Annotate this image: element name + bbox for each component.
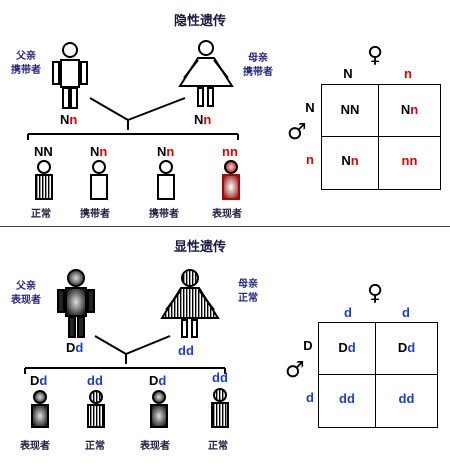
- father-figure-icon: [52, 42, 88, 109]
- female-symbol-icon: ♀: [367, 43, 384, 68]
- female-symbol-icon: ♀: [367, 281, 384, 306]
- mother-label-line1: 母亲: [238, 279, 258, 290]
- child-caption: 正常: [85, 441, 105, 452]
- child-caption: 携带者: [149, 209, 179, 220]
- child-normal-icon: [87, 390, 105, 428]
- father-label: 父亲 表现者: [2, 280, 50, 308]
- punnett-cell: dd: [339, 391, 355, 406]
- punnett-col-header: d: [402, 305, 410, 320]
- child-caption: 正常: [31, 209, 51, 220]
- grid-divider: [319, 374, 437, 375]
- child-caption: 表现者: [140, 441, 170, 452]
- recessive-pedigree: [27, 40, 240, 200]
- punnett-cell: Dd: [397, 340, 416, 355]
- child-genotype: Dd: [149, 373, 167, 388]
- child-affected-icon-2: [150, 390, 168, 428]
- grid-divider: [322, 136, 440, 137]
- father-genotype: Dd: [66, 340, 84, 355]
- mother-label-line2: 携带者: [243, 67, 273, 78]
- recessive-title: 隐性遗传: [174, 14, 227, 29]
- punnett-col-header: d: [344, 305, 352, 320]
- punnett-cell: dd: [398, 391, 415, 406]
- child-genotype: dd: [87, 373, 103, 388]
- punnett-row-header: D: [303, 338, 313, 353]
- child-caption: 表现者: [212, 209, 242, 220]
- father-label-line1: 父亲: [16, 51, 36, 62]
- child-genotype: NN: [34, 144, 53, 159]
- male-symbol-icon: ♂: [285, 358, 305, 383]
- punnett-row-header: N: [305, 100, 315, 115]
- dominant-pedigree: [24, 269, 229, 428]
- child-genotype: dd: [212, 370, 228, 385]
- child-normal-icon-2: [211, 388, 229, 428]
- dominant-title: 显性遗传: [174, 240, 227, 255]
- child-carrier-icon: [90, 160, 108, 200]
- father-label-line2: 表现者: [11, 295, 41, 306]
- punnett-row-header: d: [306, 390, 314, 405]
- father-label-line1: 父亲: [16, 281, 36, 292]
- mother-figure-icon: [178, 40, 234, 107]
- father-label-line2: 携带者: [11, 65, 41, 76]
- child-caption: 正常: [208, 441, 228, 452]
- male-symbol-icon: ♂: [287, 120, 307, 145]
- child-genotype: Nn: [90, 144, 108, 159]
- punnett-cell: Nn: [400, 102, 419, 117]
- father-label: 父亲 携带者: [2, 50, 50, 78]
- punnett-row-header: n: [306, 152, 314, 167]
- child-caption: 携带者: [80, 209, 110, 220]
- punnett-cell: Dd: [338, 340, 356, 355]
- child-carrier-icon-2: [157, 160, 175, 200]
- punnett-cell: Nn: [341, 153, 359, 168]
- punnett-cell: nn: [401, 153, 418, 168]
- mother-label-line1: 母亲: [248, 53, 268, 64]
- child-genotype: Dd: [30, 373, 48, 388]
- mother-label: 母亲 正常: [224, 278, 272, 306]
- punnett-col-header: n: [404, 66, 412, 81]
- child-affected-icon: [222, 160, 240, 200]
- mother-genotype: dd: [178, 343, 194, 358]
- child-affected-icon: [31, 390, 49, 428]
- section-divider: [0, 226, 450, 227]
- father-figure-icon: [57, 269, 95, 338]
- child-normal-icon: [35, 160, 53, 200]
- mother-label: 母亲 携带者: [234, 52, 282, 80]
- child-genotype: Nn: [157, 144, 175, 159]
- punnett-col-header: N: [343, 66, 353, 81]
- child-caption: 表现者: [20, 441, 50, 452]
- grid-divider: [378, 85, 379, 189]
- punnett-cell: NN: [340, 102, 360, 117]
- mother-figure-icon: [160, 269, 220, 338]
- punnett-grid: NN Nn Nn nn: [321, 84, 441, 190]
- mother-label-line2: 正常: [238, 293, 258, 304]
- punnett-grid: Dd Dd dd dd: [318, 322, 438, 428]
- child-genotype: nn: [222, 144, 238, 159]
- father-genotype: Nn: [60, 112, 78, 127]
- grid-divider: [375, 323, 376, 427]
- mother-genotype: Nn: [194, 112, 212, 127]
